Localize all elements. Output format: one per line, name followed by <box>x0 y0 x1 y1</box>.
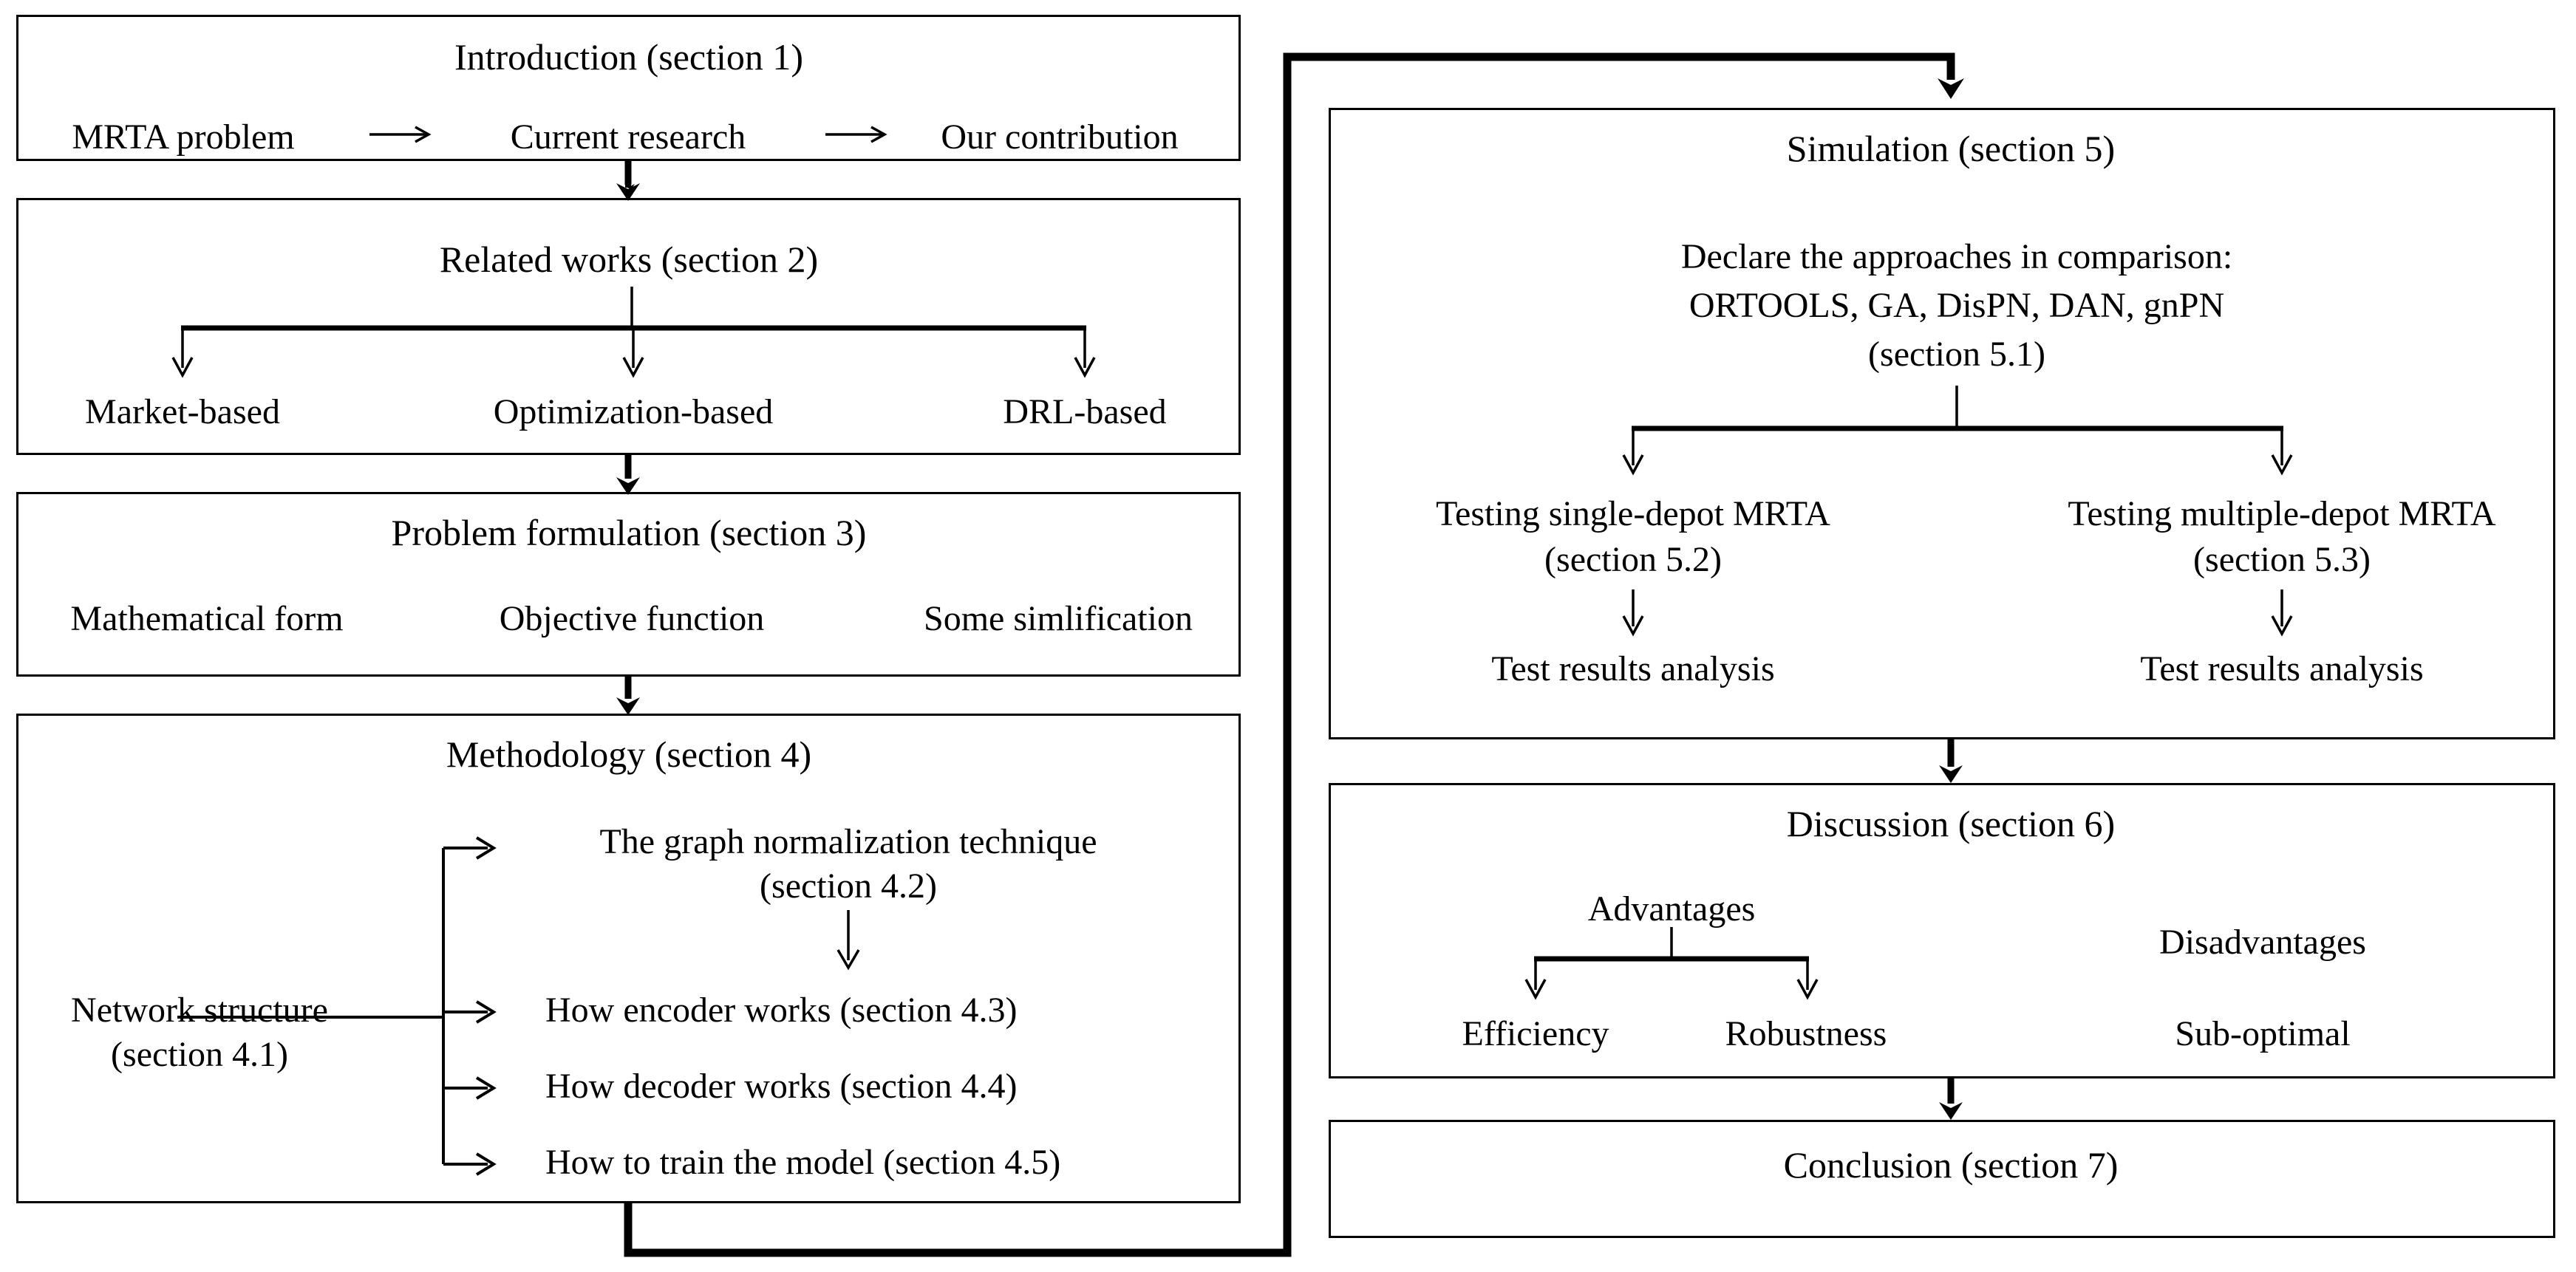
simulation-declare-line1: Declare the approaches in comparison: <box>1680 237 2233 276</box>
introduction-item-mrta-problem: MRTA problem <box>72 117 295 157</box>
simulation-left-branch-line2: (section 5.2) <box>1544 540 1722 579</box>
discussion-disadvantage-sub-optimal: Sub-optimal <box>2175 1014 2351 1053</box>
related-works-heading: Related works (section 2) <box>439 239 819 280</box>
methodology-branch-1-line2: (section 4.2) <box>760 866 937 906</box>
discussion-advantage-robustness: Robustness <box>1725 1014 1887 1053</box>
methodology-root-line2: (section 4.1) <box>111 1035 288 1074</box>
simulation-left-branch-result: Test results analysis <box>1491 649 1775 688</box>
methodology-heading: Methodology (section 4) <box>446 734 812 775</box>
problem-formulation-item-objective-function: Objective function <box>499 599 765 638</box>
related-works-item-optimization-based: Optimization-based <box>493 392 774 431</box>
discussion-advantage-efficiency: Efficiency <box>1462 1014 1609 1053</box>
simulation-right-branch-line1: Testing multiple-depot MRTA <box>2068 494 2496 533</box>
introduction-heading: Introduction (section 1) <box>454 36 804 78</box>
introduction-item-current-research: Current research <box>510 117 746 157</box>
box-simulation <box>1329 108 2555 739</box>
methodology-root-line1: Network structure <box>71 991 328 1030</box>
simulation-declare-line2: ORTOOLS, GA, DisPN, DAN, gnPN <box>1689 286 2225 325</box>
related-works-item-market-based: Market-based <box>85 392 280 431</box>
discussion-advantages-label: Advantages <box>1587 889 1756 929</box>
box-methodology <box>16 714 1241 1203</box>
discussion-heading: Discussion (section 6) <box>1786 803 2116 844</box>
problem-formulation-heading: Problem formulation (section 3) <box>391 512 867 553</box>
methodology-branch-2-line1: How encoder works (section 4.3) <box>545 991 1018 1030</box>
discussion-disadvantages-label: Disadvantages <box>2159 923 2366 962</box>
problem-formulation-item-some-simlification: Some simlification <box>924 599 1193 638</box>
simulation-right-branch-line2: (section 5.3) <box>2193 540 2371 579</box>
simulation-left-branch-line1: Testing single-depot MRTA <box>1436 494 1830 533</box>
related-works-item-drl-based: DRL-based <box>1003 392 1167 431</box>
problem-formulation-item-mathematical-form: Mathematical form <box>70 599 344 638</box>
simulation-declare-line3: (section 5.1) <box>1868 335 2045 374</box>
simulation-right-branch-result: Test results analysis <box>2140 649 2424 688</box>
methodology-branch-4-line1: How to train the model (section 4.5) <box>545 1143 1061 1182</box>
methodology-branch-1-line1: The graph normalization technique <box>599 822 1097 861</box>
simulation-heading: Simulation (section 5) <box>1786 128 2116 169</box>
conclusion-heading: Conclusion (section 7) <box>1783 1144 2119 1186</box>
methodology-branch-3-line1: How decoder works (section 4.4) <box>545 1067 1018 1106</box>
introduction-item-our-contribution: Our contribution <box>941 117 1179 157</box>
